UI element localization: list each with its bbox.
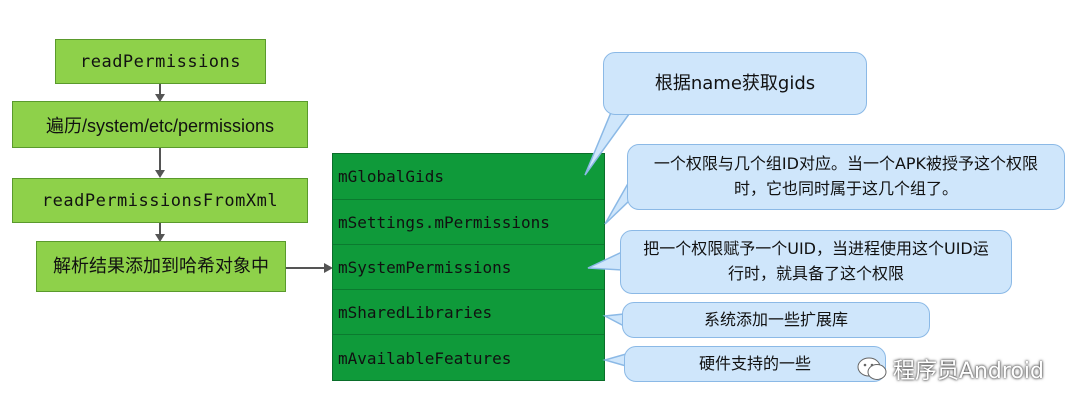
connector bbox=[159, 148, 161, 171]
arrow-right-icon bbox=[286, 263, 333, 273]
callout-assign-permission-uid: 把一个权限赋予一个UID，当进程使用这个UID运行时，就具备了这个权限 bbox=[620, 230, 1012, 294]
arrow-down-icon bbox=[155, 94, 165, 102]
field-settings-permissions: mSettings.mPermissions bbox=[333, 200, 604, 245]
arrow-down-icon bbox=[155, 170, 165, 178]
callout-get-gids-by-name: 根据name获取gids bbox=[603, 52, 867, 115]
field-shared-libraries: mSharedLibraries bbox=[333, 290, 604, 335]
field-available-features: mAvailableFeatures bbox=[338, 348, 512, 368]
callout-extension-libraries: 系统添加一些扩展库 bbox=[622, 302, 930, 338]
step-traverse-permissions-dir: 遍历/system/etc/permissions bbox=[12, 101, 308, 148]
watermark: 程序员Android bbox=[857, 353, 1044, 385]
field-system-permissions: mSystemPermissions bbox=[333, 245, 604, 290]
field-global-gids: mGlobalGids bbox=[333, 154, 604, 200]
connector bbox=[159, 84, 161, 95]
callout-hardware-features: 硬件支持的一些 bbox=[624, 346, 886, 382]
step-read-permissions-from-xml: readPermissionsFromXml bbox=[12, 178, 308, 223]
watermark-text: 程序员Android bbox=[892, 359, 1044, 384]
step-parse-into-hash: 解析结果添加到哈希对象中 bbox=[36, 241, 286, 292]
step-read-permissions: readPermissions bbox=[55, 39, 266, 84]
arrow-down-icon bbox=[155, 234, 165, 242]
wechat-icon bbox=[857, 357, 887, 380]
connector bbox=[159, 223, 161, 235]
callout-permission-group-mapping: 一个权限与几个组ID对应。当一个APK被授予这个权限时，它也同时属于这几个组了。 bbox=[627, 144, 1065, 210]
permission-store: mGlobalGids mSettings.mPermissions mSyst… bbox=[332, 153, 605, 381]
